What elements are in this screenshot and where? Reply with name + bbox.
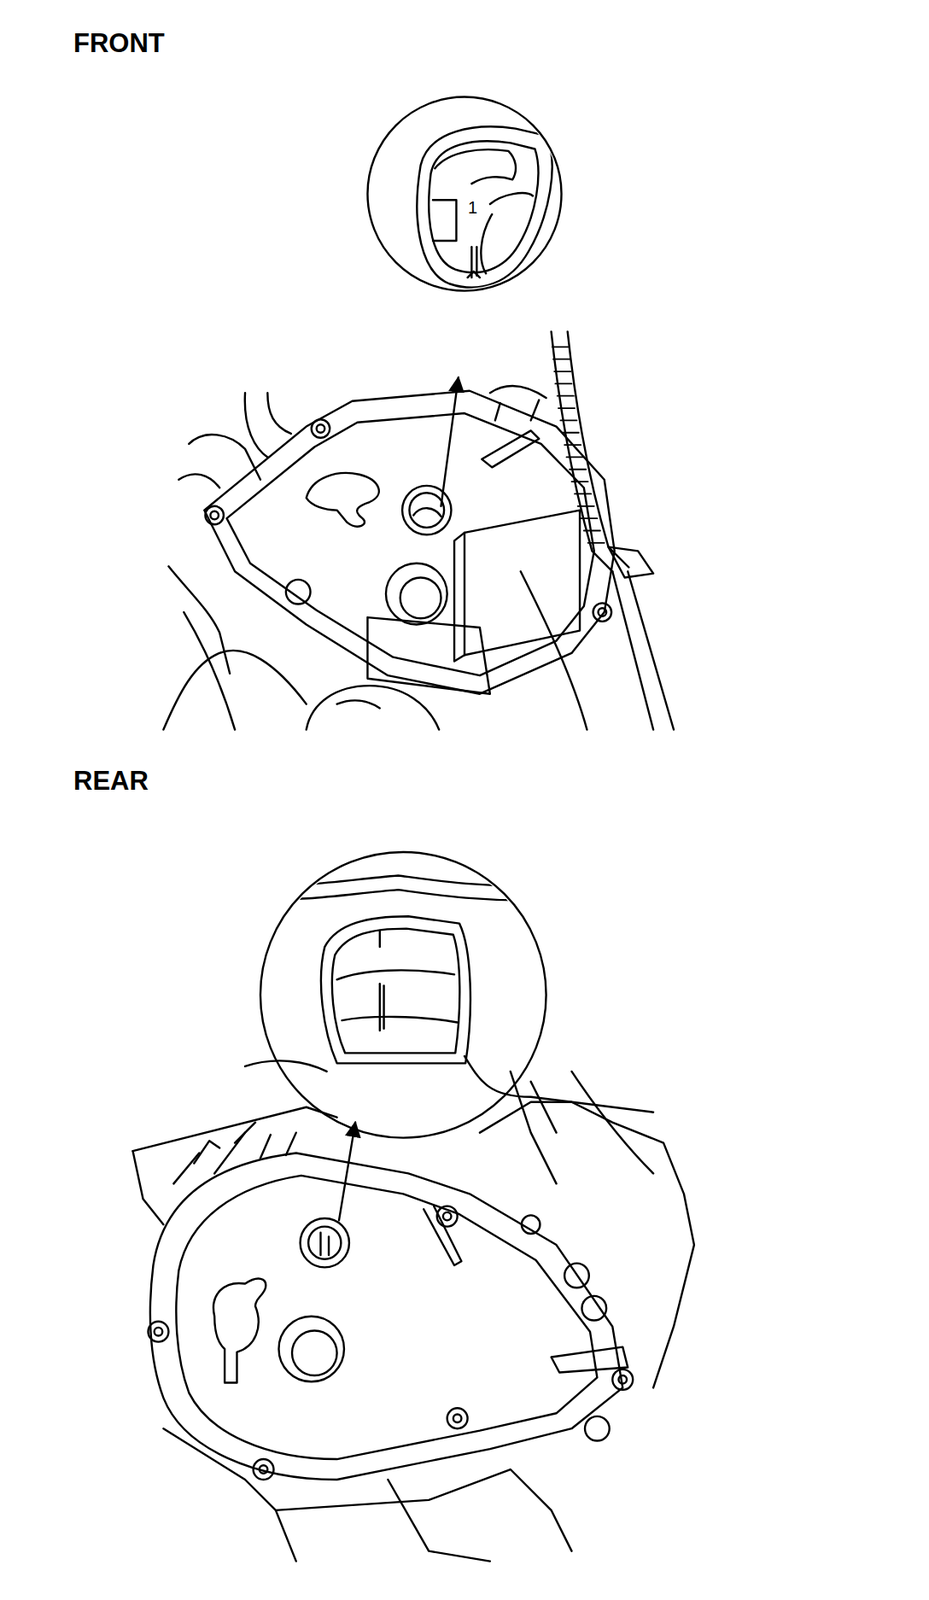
section-heading: REAR <box>73 766 149 796</box>
section-heading: FRONT <box>73 29 165 59</box>
front-inset <box>367 97 613 307</box>
rear-inset <box>260 852 547 1139</box>
rear-view <box>133 1056 695 1562</box>
front-view <box>163 331 674 730</box>
cylinder-mark: 1 <box>466 198 480 217</box>
